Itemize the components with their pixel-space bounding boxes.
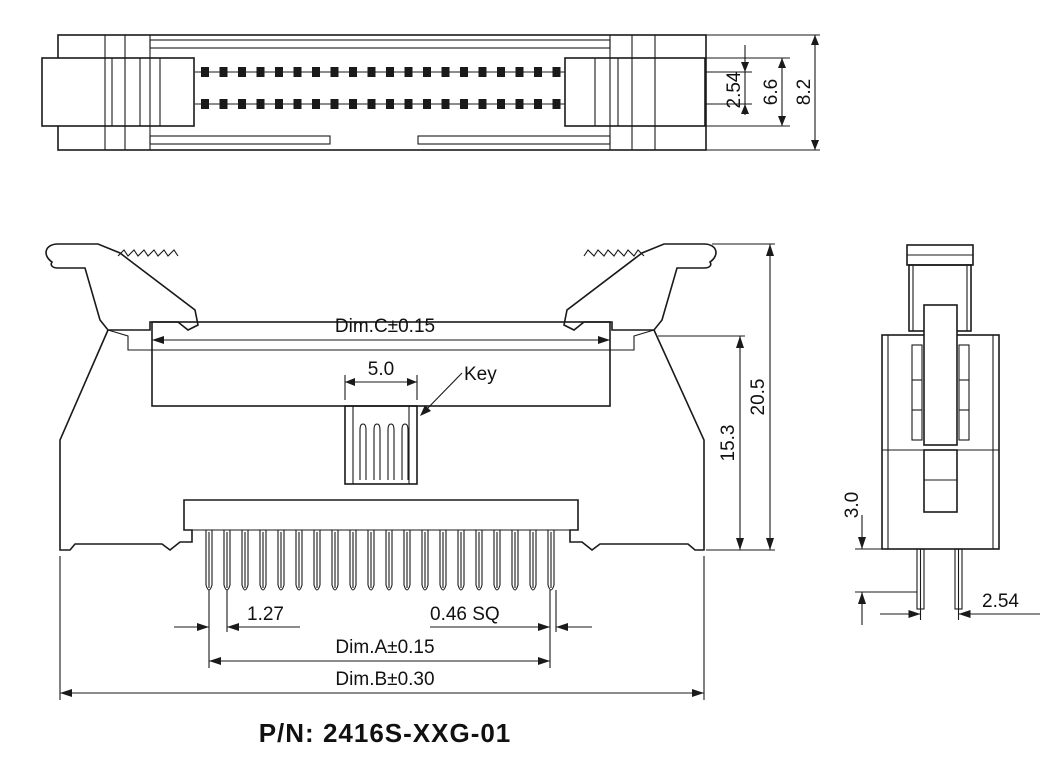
front-pin xyxy=(475,530,483,591)
key-ribs xyxy=(359,423,409,480)
top-pin xyxy=(330,99,339,109)
top-pin xyxy=(330,67,339,77)
dim-c-label: Dim.C±0.15 xyxy=(335,316,435,337)
top-pin xyxy=(478,67,487,77)
top-pin xyxy=(404,99,413,109)
top-overall-label: 8.2 xyxy=(794,79,815,105)
top-pin xyxy=(312,99,320,109)
top-pin xyxy=(201,99,209,109)
front-pin xyxy=(457,530,465,591)
top-pin xyxy=(275,67,283,77)
front-pin xyxy=(313,530,321,591)
top-pin xyxy=(552,99,561,109)
top-pin xyxy=(552,67,561,77)
top-pin xyxy=(515,99,524,109)
top-pin xyxy=(312,67,320,77)
front-dimensions: Dim.C±0.15 5.0 Key 15.3 20.5 1.27 0. xyxy=(59,243,775,700)
side-view xyxy=(881,244,1000,610)
dim-a-label: Dim.A±0.15 xyxy=(335,637,434,658)
top-pin xyxy=(293,67,302,77)
side-tail-label: 3.0 xyxy=(842,492,863,518)
top-pin xyxy=(219,99,228,109)
front-pin xyxy=(241,530,249,591)
key-rib xyxy=(401,423,409,480)
top-pin xyxy=(534,67,542,77)
top-pin xyxy=(497,99,505,109)
top-pin xyxy=(367,67,376,77)
top-pin xyxy=(349,67,357,77)
top-pin xyxy=(256,67,265,77)
top-pin xyxy=(534,99,542,109)
top-pin xyxy=(441,67,450,77)
key-rib xyxy=(387,423,395,480)
top-pin xyxy=(238,99,246,109)
top-view xyxy=(41,34,707,151)
key-width-label: 5.0 xyxy=(368,359,394,380)
front-pin xyxy=(547,530,555,591)
front-pin xyxy=(367,530,375,591)
top-pin xyxy=(219,67,228,77)
front-pin xyxy=(295,530,303,591)
top-pin xyxy=(404,67,413,77)
top-pin xyxy=(275,99,283,109)
top-pin xyxy=(423,67,431,77)
front-pin-row xyxy=(205,530,555,591)
top-pin xyxy=(256,99,265,109)
body-height-label: 15.3 xyxy=(718,425,739,462)
front-pin xyxy=(493,530,501,591)
part-number: P/N: 2416S-XXG-01 xyxy=(259,718,512,748)
top-pin xyxy=(386,67,394,77)
top-pin-rows xyxy=(201,67,561,109)
front-pin xyxy=(331,530,339,591)
side-pitch-label: 2.54 xyxy=(982,591,1019,612)
front-pin xyxy=(529,530,537,591)
overall-height-label: 20.5 xyxy=(748,379,769,416)
top-pin xyxy=(386,99,394,109)
top-pin xyxy=(460,67,468,77)
front-pin xyxy=(511,530,519,591)
top-width-label: 6.6 xyxy=(761,79,782,105)
top-pin xyxy=(497,67,505,77)
pin-pitch-label: 1.27 xyxy=(247,604,284,625)
front-pin xyxy=(403,530,411,591)
front-pin xyxy=(259,530,267,591)
key-rib xyxy=(359,423,367,480)
top-pin xyxy=(367,99,376,109)
front-view xyxy=(45,243,717,591)
front-pin xyxy=(349,530,357,591)
top-pin xyxy=(460,99,468,109)
front-pin xyxy=(277,530,285,591)
key-rib xyxy=(373,423,381,480)
top-pin xyxy=(478,99,487,109)
top-pin xyxy=(441,99,450,109)
side-dimensions: 3.0 2.54 xyxy=(842,492,1040,625)
top-pin xyxy=(238,67,246,77)
top-pin xyxy=(349,99,357,109)
front-pin xyxy=(439,530,447,591)
pin-size-label: 0.46 SQ xyxy=(430,604,500,625)
front-pin xyxy=(385,530,393,591)
dim-b-label: Dim.B±0.30 xyxy=(335,669,434,690)
top-pitch-label: 2.54 xyxy=(724,71,745,108)
top-pin xyxy=(423,99,431,109)
front-pin xyxy=(421,530,429,591)
top-pin xyxy=(293,99,302,109)
top-dimensions: 2.54 6.6 8.2 xyxy=(706,34,820,151)
top-pin xyxy=(515,67,524,77)
key-label: Key xyxy=(464,364,497,385)
top-pin xyxy=(201,67,209,77)
